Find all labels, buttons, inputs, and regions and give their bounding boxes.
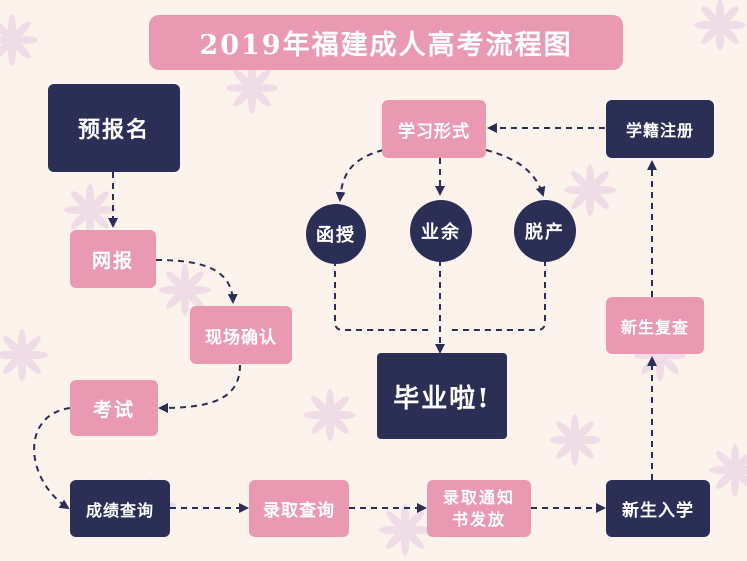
- node-new-student-enroll: 新生入学: [606, 480, 710, 537]
- connector-correspondence-down: [334, 260, 433, 331]
- node-register-name: 预报名: [48, 84, 180, 172]
- node-study-form: 学习形式: [382, 100, 486, 158]
- node-graduation: 毕业啦!: [377, 353, 507, 439]
- connector-study-to-fulltime: [485, 149, 546, 197]
- diagram-title: 2019年福建成人高考流程图: [149, 15, 623, 70]
- connector-fulltime-down: [447, 260, 546, 331]
- node-correspondence: 函授: [306, 204, 366, 264]
- node-online-register: 网报: [70, 230, 156, 288]
- node-new-student-review: 新生复查: [606, 297, 704, 354]
- node-exam: 考试: [70, 380, 158, 436]
- node-onsite-confirm: 现场确认: [190, 306, 292, 364]
- connector-exam-to-score: [33, 407, 71, 510]
- node-full-time: 脱产: [514, 200, 576, 262]
- node-student-registration: 学籍注册: [606, 100, 714, 158]
- node-admission-notice: 录取通知书发放: [427, 480, 531, 537]
- flow-connectors: [33, 123, 657, 513]
- connector-confirm-to-exam: [158, 364, 241, 413]
- node-score-query: 成绩查询: [70, 480, 170, 537]
- node-admission-query: 录取查询: [249, 480, 349, 537]
- connector-online-to-confirm: [155, 259, 238, 304]
- connector-study-to-correspondence: [335, 149, 384, 202]
- node-part-time: 业余: [410, 200, 472, 262]
